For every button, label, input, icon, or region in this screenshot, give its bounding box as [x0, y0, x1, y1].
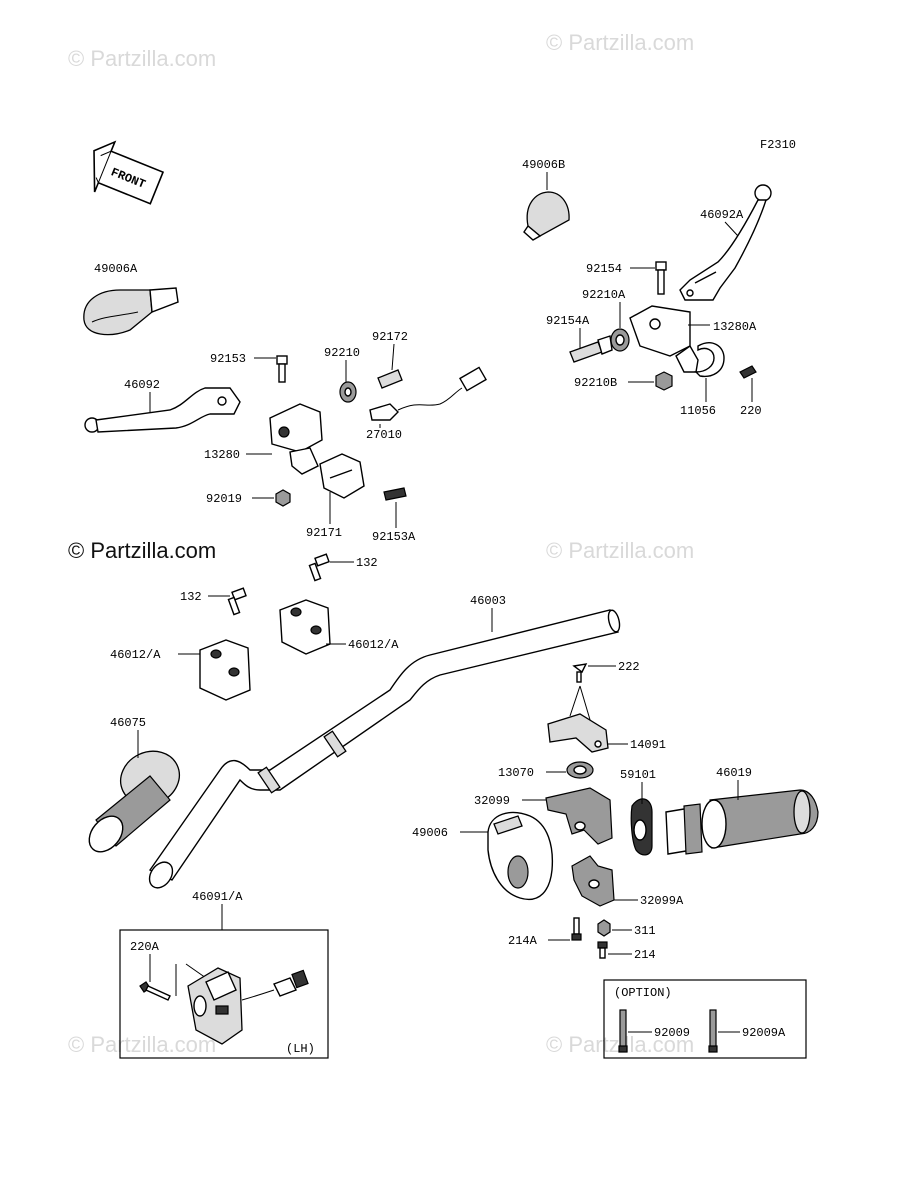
label-13280A: 13280A [713, 320, 757, 334]
option-label: (OPTION) [614, 986, 672, 1000]
clamp-46012-left [199, 639, 251, 701]
label-32099A: 32099A [640, 894, 684, 908]
label-92210B: 92210B [574, 376, 617, 390]
label-46092: 46092 [124, 378, 160, 392]
handlebar-46003 [148, 609, 621, 889]
label-311: 311 [634, 924, 656, 938]
bolt-92154 [655, 261, 667, 295]
housing-32099A [571, 855, 615, 907]
bolt-132-right [308, 553, 330, 582]
label-46091: 46091/A [192, 890, 243, 904]
label-46012-left: 46012/A [110, 648, 161, 662]
screw-214A [571, 917, 582, 941]
lh-switch-box [119, 929, 329, 1059]
clamp-92171 [319, 453, 365, 499]
label-220: 220 [740, 404, 762, 418]
pulley-13070 [566, 761, 594, 779]
nut-92019 [275, 489, 291, 507]
nut-311 [597, 919, 611, 937]
label-13280: 13280 [204, 448, 240, 462]
lever-46092 [84, 387, 241, 433]
label-132-left: 132 [180, 590, 202, 604]
label-222: 222 [618, 660, 640, 674]
screw-214 [597, 941, 608, 959]
lever-46092A [679, 184, 772, 301]
bolt-92009A [708, 1009, 718, 1053]
nut-92210B [655, 371, 673, 391]
label-59101: 59101 [620, 768, 656, 782]
label-92171: 92171 [306, 526, 342, 540]
label-49006A: 49006A [94, 262, 138, 276]
screw-222 [572, 663, 588, 683]
label-92019: 92019 [206, 492, 242, 506]
label-214: 214 [634, 948, 656, 962]
label-92154A: 92154A [546, 314, 590, 328]
switch-46091 [187, 967, 309, 1045]
label-46019: 46019 [716, 766, 752, 780]
bolt-92009 [618, 1009, 628, 1053]
label-46012-right: 46012/A [348, 638, 399, 652]
watermark-top-left: © Partzilla.com [68, 46, 216, 71]
bolt-132-left [227, 587, 247, 616]
label-11056: 11056 [680, 404, 716, 418]
grip-46075 [88, 750, 180, 853]
label-27010: 27010 [366, 428, 402, 442]
label-92009A: 92009A [742, 1026, 786, 1040]
label-14091: 14091 [630, 738, 666, 752]
label-92210: 92210 [324, 346, 360, 360]
watermark-bottom-left: © Partzilla.com [68, 1032, 216, 1057]
label-92153: 92153 [210, 352, 246, 366]
spring-59101 [630, 798, 653, 856]
label-46075: 46075 [110, 716, 146, 730]
watermark-mid-left: © Partzilla.com [68, 538, 216, 563]
brake-holder-13280 [269, 403, 323, 475]
clamp-11056 [694, 342, 725, 378]
label-92210A: 92210A [582, 288, 626, 302]
label-13070: 13070 [498, 766, 534, 780]
cover-49006 [487, 811, 554, 901]
bolt-92153A [383, 487, 407, 501]
washer-92210 [339, 381, 357, 403]
label-92009: 92009 [654, 1026, 690, 1040]
adjuster-92172 [377, 369, 403, 389]
label-214A: 214A [508, 934, 538, 948]
cover-14091 [547, 713, 609, 753]
throttle-grip-46019 [665, 789, 819, 855]
label-49006: 49006 [412, 826, 448, 840]
label-46092A: 46092A [700, 208, 744, 222]
label-32099: 32099 [474, 794, 510, 808]
holder-13280A [629, 305, 699, 373]
label-92172: 92172 [372, 330, 408, 344]
watermark-mid-right: © Partzilla.com [546, 538, 694, 563]
figure-code: F2310 [760, 138, 796, 152]
boot-49006A [83, 287, 179, 336]
label-92153A: 92153A [372, 530, 416, 544]
screw-220 [739, 365, 757, 379]
washer-92210A [610, 328, 630, 352]
label-49006B: 49006B [522, 158, 565, 172]
housing-32099 [545, 787, 613, 845]
bolt-92154A [569, 335, 613, 363]
screw-220A [139, 981, 171, 1001]
label-220A: 220A [130, 940, 160, 954]
clamp-46012-right [279, 599, 331, 655]
lh-label: (LH) [286, 1042, 315, 1056]
boot-49006B [523, 191, 570, 241]
switch-27010 [369, 366, 487, 421]
front-arrow-icon: FRONT [93, 140, 165, 205]
label-132-right: 132 [356, 556, 378, 570]
option-box [603, 979, 807, 1059]
label-92154: 92154 [586, 262, 622, 276]
label-46003: 46003 [470, 594, 506, 608]
watermark-top-right: © Partzilla.com [546, 30, 694, 55]
bolt-92153 [276, 355, 288, 383]
